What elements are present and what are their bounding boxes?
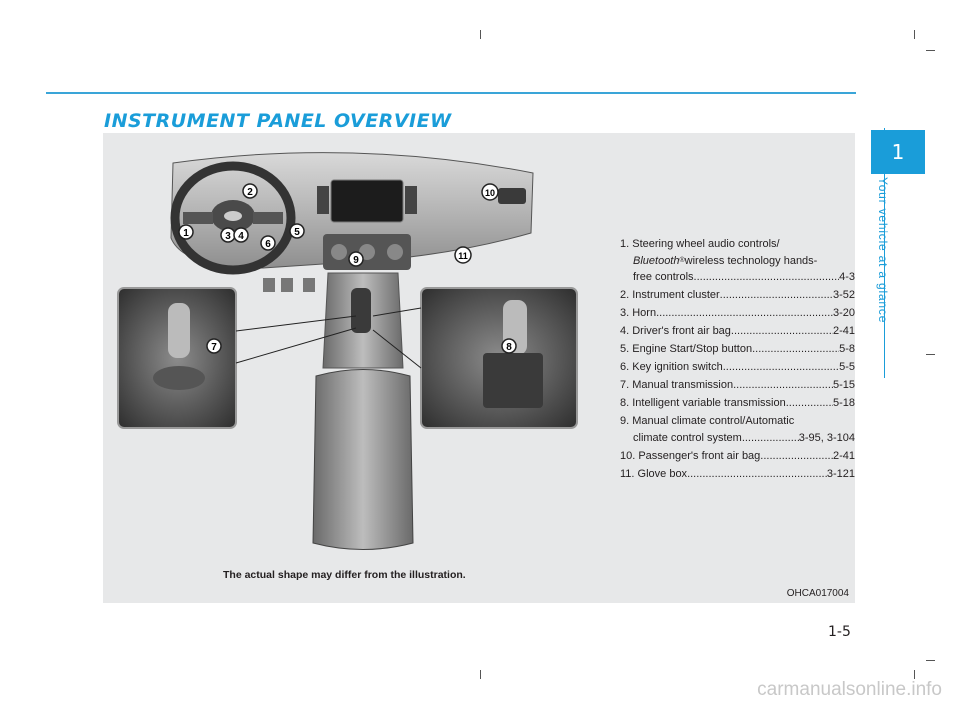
crop-mark [480,670,481,679]
list-item: 8. Intelligent variable transmission ...… [620,397,855,409]
svg-text:2: 2 [247,187,253,198]
figure-note: The actual shape may differ from the ill… [223,569,466,581]
instrument-panel-figure: 1 2 3 4 5 6 7 8 9 10 11 1. Steering whee… [103,133,855,603]
crop-mark [480,30,481,39]
header-rule [46,92,856,94]
page-number: 1-5 [828,624,851,640]
list-item: 11. Glove box ..........................… [620,467,855,480]
list-item: 2. Instrument cluster ..................… [620,289,855,301]
callout-1: 1 [178,224,194,240]
crop-mark [926,50,935,51]
svg-text:4: 4 [238,231,244,242]
callout-4: 4 [233,227,249,243]
callout-7: 7 [206,338,222,354]
svg-text:11: 11 [458,251,468,261]
svg-text:1: 1 [183,228,189,239]
callout-5: 5 [289,223,305,239]
callout-11: 11 [454,246,472,264]
list-item: 7. Manual transmission..................… [620,379,855,391]
figure-code: OHCA017004 [786,588,849,599]
callout-10: 10 [481,183,499,201]
crop-mark [914,30,915,39]
side-rule [884,128,885,378]
svg-text:3: 3 [225,231,231,242]
svg-text:9: 9 [353,255,359,266]
list-item: 3. Horn.................................… [620,307,855,319]
crop-mark [914,670,915,679]
list-item: 6. Key ignition switch .................… [620,361,855,373]
list-item: 5. Engine Start/Stop button ............… [620,343,855,355]
callout-3: 3 [220,227,236,243]
list-item: 10. Passenger's front air bag...........… [620,449,855,462]
svg-text:5: 5 [294,227,300,238]
center-display [330,179,404,223]
chapter-tab: 1 [871,130,925,174]
watermark: carmanualsonline.info [757,679,942,700]
svg-text:10: 10 [485,188,495,198]
callout-2: 2 [242,183,258,199]
list-item: 9. Manual climate control/Automatic clim… [620,415,855,444]
list-item: 1. Steering wheel audio controls/ Blueto… [620,238,855,283]
armrest [312,369,414,550]
section-title: INSTRUMENT PANEL OVERVIEW [104,110,452,132]
svg-text:6: 6 [265,239,271,250]
component-list: 1. Steering wheel audio controls/ Blueto… [620,236,855,484]
dashboard-illustration: 1 2 3 4 5 6 7 8 9 10 11 [117,152,578,550]
callout-6: 6 [260,235,276,251]
callout-9: 9 [348,251,364,267]
list-item: 4. Driver's front air bag ..............… [620,325,855,337]
callout-8: 8 [501,338,517,354]
svg-text:8: 8 [506,342,512,353]
crop-mark [926,660,935,661]
steering-wheel [170,161,296,275]
crop-mark [926,354,935,355]
svg-text:7: 7 [211,342,217,353]
